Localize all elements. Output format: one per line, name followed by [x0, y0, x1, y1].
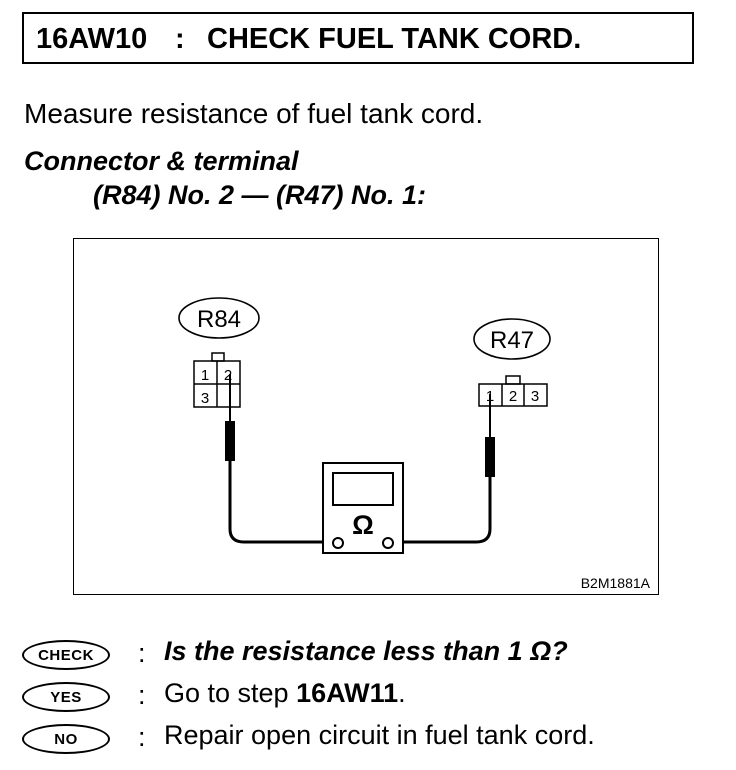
wiring-diagram: R84 1 2 3 R47 1 2: [73, 238, 659, 595]
instruction-text: Measure resistance of fuel tank cord.: [24, 98, 484, 129]
step-code: 16AW10: [36, 23, 148, 55]
connector-r84: 1 2 3: [193, 352, 241, 408]
left-test-probe: [225, 374, 332, 544]
r47-terminal-3: 3: [531, 388, 539, 405]
connector-terminal-value: (R84) No. 2 — (R47) No. 1:: [93, 180, 427, 210]
step-title-box: 16AW10 : CHECK FUEL TANK CORD.: [22, 12, 694, 64]
check-colon: :: [138, 638, 146, 668]
no-badge: NO: [22, 724, 110, 754]
yes-colon: :: [138, 680, 146, 710]
ohm-symbol: Ω: [352, 510, 374, 540]
r84-terminal-3: 3: [201, 390, 209, 407]
figure-code: B2M1881A: [581, 575, 651, 591]
right-test-probe: [394, 394, 495, 544]
no-action: Repair open circuit in fuel tank cord.: [164, 720, 595, 750]
yes-action-suffix: .: [398, 678, 406, 708]
connector-r47-label: R47: [473, 318, 551, 360]
connector-r84-label: R84: [178, 297, 260, 339]
svg-text:R47: R47: [490, 327, 534, 354]
ohmmeter: Ω: [322, 462, 404, 554]
r84-terminal-2: 2: [224, 367, 232, 384]
yes-action-prefix: Go to step: [164, 678, 297, 708]
step-title: CHECK FUEL TANK CORD.: [207, 23, 582, 55]
step-title-colon: :: [175, 23, 185, 55]
r47-terminal-2: 2: [509, 388, 517, 405]
yes-action: Go to step 16AW11.: [164, 678, 406, 709]
r84-terminal-1: 1: [201, 367, 209, 384]
connector-heading: Connector & terminal: [24, 146, 299, 176]
check-badge: CHECK: [22, 640, 110, 670]
yes-badge: YES: [22, 682, 110, 712]
svg-text:R84: R84: [197, 306, 241, 333]
check-question: Is the resistance less than 1 Ω?: [164, 636, 568, 666]
yes-next-step: 16AW11: [296, 678, 399, 708]
no-colon: :: [138, 722, 146, 752]
